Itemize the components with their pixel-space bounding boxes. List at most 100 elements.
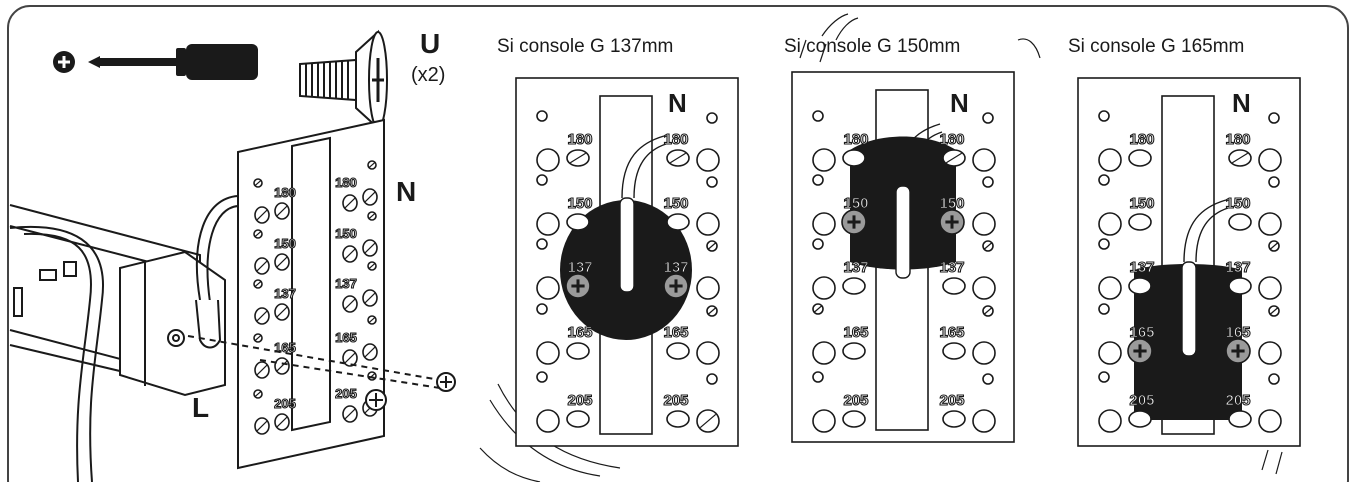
panel-letter-137: N bbox=[668, 88, 687, 118]
hole-label-left: 150 bbox=[843, 195, 868, 212]
bracket-label-right: 205 bbox=[335, 386, 357, 401]
round-hole bbox=[1098, 212, 1122, 236]
oval-hole bbox=[842, 149, 866, 167]
bracket-label-right: 150 bbox=[335, 226, 357, 241]
screw-letter: U bbox=[420, 28, 441, 59]
small-hole bbox=[536, 371, 548, 383]
hole-label-left: 180 bbox=[1129, 131, 1154, 148]
motor-illustration bbox=[9, 195, 239, 483]
hole-label-right: 165 bbox=[939, 324, 964, 341]
screw-head-left bbox=[841, 209, 867, 235]
hole-label-left: 180 bbox=[843, 131, 868, 148]
small-hole bbox=[1098, 110, 1110, 122]
oval-hole bbox=[842, 410, 866, 428]
round-hole bbox=[1098, 276, 1122, 300]
round-hole bbox=[812, 276, 836, 300]
small-hole bbox=[536, 174, 548, 186]
hole-label-right: 150 bbox=[663, 195, 688, 212]
hole-label-right: 150 bbox=[1225, 195, 1250, 212]
screw-head-right bbox=[1225, 338, 1251, 364]
panel-caption-165: Si console G 165mm bbox=[1068, 36, 1245, 57]
bracket-label-left: 165 bbox=[274, 340, 296, 355]
round-hole bbox=[1258, 341, 1282, 365]
small-hole bbox=[1098, 238, 1110, 250]
hole-label-left: 137 bbox=[1129, 259, 1154, 276]
bracket-label-left: 205 bbox=[274, 396, 296, 411]
round-hole bbox=[696, 276, 720, 300]
small-hole bbox=[812, 110, 824, 122]
round-hole bbox=[812, 212, 836, 236]
oval-hole bbox=[666, 213, 690, 231]
oval-hole bbox=[1228, 410, 1252, 428]
oval-hole bbox=[566, 410, 590, 428]
panel-caption-150: Si console G 150mm bbox=[784, 36, 961, 57]
hole-label-right: 205 bbox=[663, 392, 688, 409]
oval-hole bbox=[842, 277, 866, 295]
oval-hole bbox=[942, 410, 966, 428]
screw-head-left bbox=[565, 273, 591, 299]
small-hole bbox=[1268, 373, 1280, 385]
bracket-label-right: 137 bbox=[335, 276, 357, 291]
bracket-label-left: 180 bbox=[274, 185, 296, 200]
small-hole bbox=[982, 373, 994, 385]
panel-letter-165: N bbox=[1232, 88, 1251, 118]
bracket-plate bbox=[237, 118, 385, 470]
hole-label-left: 205 bbox=[843, 392, 868, 409]
hole-label-right: 137 bbox=[663, 259, 688, 276]
round-hole bbox=[1258, 212, 1282, 236]
round-hole bbox=[812, 148, 836, 172]
round-hole bbox=[1098, 148, 1122, 172]
hole-label-left: 180 bbox=[567, 131, 592, 148]
cable-line bbox=[621, 135, 665, 199]
round-hole bbox=[536, 212, 560, 236]
hole-label-left: 165 bbox=[1129, 324, 1154, 341]
hole-label-left: 165 bbox=[843, 324, 868, 341]
small-hole bbox=[1268, 112, 1280, 124]
small-hole bbox=[536, 238, 548, 250]
oval-hole bbox=[942, 342, 966, 360]
oval-hole bbox=[666, 342, 690, 360]
oval-hole bbox=[1228, 213, 1252, 231]
round-hole bbox=[536, 341, 560, 365]
hole-label-left: 150 bbox=[567, 195, 592, 212]
mounting-screw bbox=[187, 335, 456, 411]
small-hole bbox=[812, 238, 824, 250]
hole-label-right: 180 bbox=[1225, 131, 1250, 148]
round-hole bbox=[1258, 148, 1282, 172]
small-hole bbox=[706, 112, 718, 124]
bracket-letter: N bbox=[396, 176, 417, 207]
hole-label-right: 205 bbox=[1225, 392, 1250, 409]
hole-label-left: 205 bbox=[1129, 392, 1154, 409]
round-hole bbox=[1258, 409, 1282, 433]
hole-label-right: 137 bbox=[939, 259, 964, 276]
small-hole bbox=[1268, 176, 1280, 188]
motor-letter: L bbox=[192, 392, 210, 423]
small-hole bbox=[812, 174, 824, 186]
bracket-label-left: 150 bbox=[274, 236, 296, 251]
bracket-label-right: 180 bbox=[335, 175, 357, 190]
round-hole bbox=[1098, 341, 1122, 365]
hole-label-right: 180 bbox=[663, 131, 688, 148]
small-hole bbox=[706, 176, 718, 188]
round-hole bbox=[696, 212, 720, 236]
slot bbox=[599, 95, 653, 435]
round-hole bbox=[812, 409, 836, 433]
oval-hole bbox=[1128, 277, 1152, 295]
round-hole bbox=[972, 148, 996, 172]
hole-label-right: 205 bbox=[939, 392, 964, 409]
slot-channel bbox=[619, 197, 635, 293]
small-hole bbox=[536, 110, 548, 122]
oval-hole bbox=[1128, 213, 1152, 231]
oval-hole bbox=[1128, 410, 1152, 428]
oval-hole bbox=[666, 410, 690, 428]
round-hole bbox=[696, 341, 720, 365]
round-hole bbox=[972, 409, 996, 433]
round-hole bbox=[536, 409, 560, 433]
round-hole bbox=[972, 276, 996, 300]
